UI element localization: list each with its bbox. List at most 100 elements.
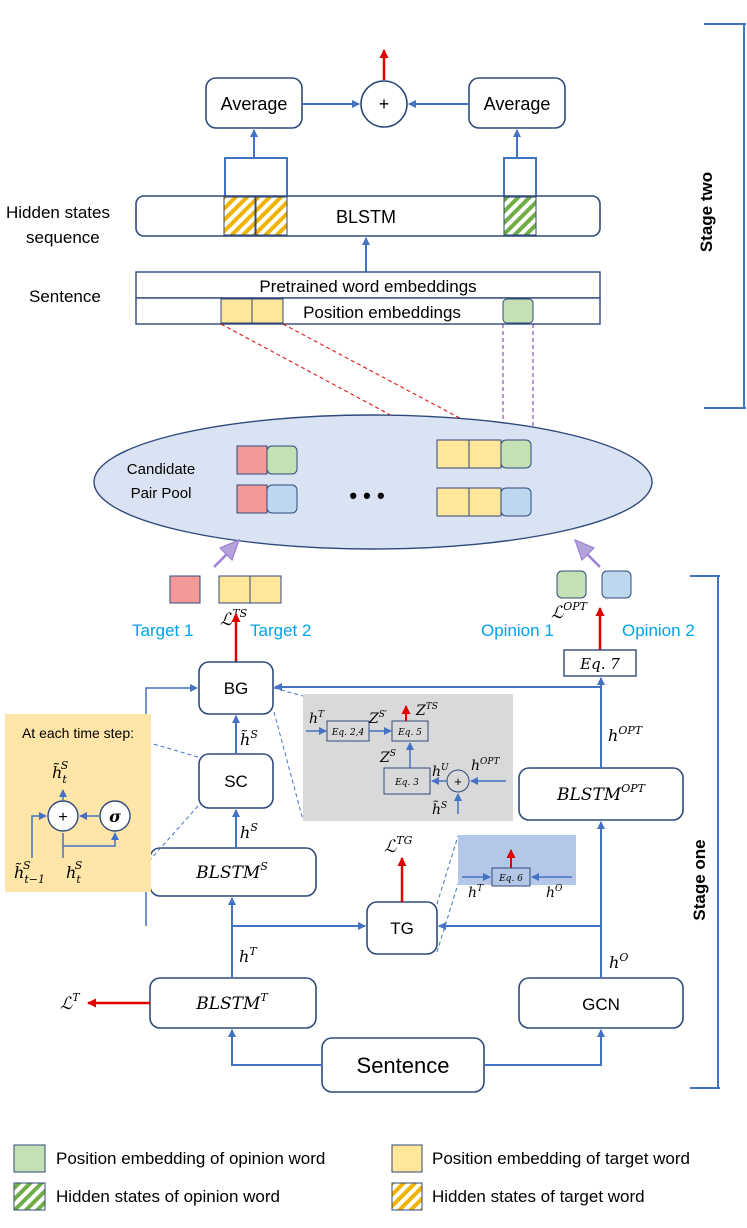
sc-label: SC [224,772,248,791]
tg-detail-ho: hO [546,884,563,901]
bg-detail-hu: hU [432,763,449,780]
hidden-states-label-2: sequence [26,228,100,247]
target2-label: Target 2 [250,621,311,640]
loss-opt: ℒOPT [551,600,589,623]
bg-detail-eq5-box [391,720,429,742]
bg-detail-ht: hT [309,710,325,727]
bg-detail-panel: hT Eq. 2,4 ZS′ Eq. 5 ZTS ZS Eq. 3 + hU h… [273,687,513,821]
sentence-label-top: Sentence [29,287,101,306]
legend-pos-target-label: Position embedding of target word [432,1149,690,1168]
pool-pair2-opinion [266,484,298,514]
target2-cell-1 [218,575,251,604]
legend-hid-target-label: Hidden states of target word [432,1187,645,1206]
bg-detail-zsp: ZS′ [368,710,387,727]
pool-ellipsis: • • • [349,483,384,508]
sc-detail-out: h̃tS [52,759,69,786]
loss-tg: ℒTG [384,834,413,857]
legend-pos-opinion-label: Position embedding of opinion word [56,1149,325,1168]
opinion1-cell [556,570,587,599]
plus-symbol: + [379,94,390,114]
legend-hid-target-swatch [391,1182,423,1211]
hidden-states-label-1: Hidden states [6,203,110,222]
stage-one-label: Stage one [690,839,709,920]
sc-detail-sigma: σ [109,807,121,826]
pool-label-1: Candidate [127,461,195,478]
eq7-box [563,649,637,677]
sc-detail-dash-1 [149,742,199,758]
bg-detail-dash-2 [273,711,304,821]
average-left-label: Average [221,94,288,114]
pool-ellipse [93,414,653,550]
bg-label: BG [224,679,249,698]
tg-detail-dash-2 [436,883,459,953]
bg-detail-hs: h̃S [432,800,447,818]
eq7-label: Eq. 7 [579,655,620,673]
bg-detail-eq3: Eq. 3 [394,778,419,788]
blstm-t-label: BLSTMT [195,991,269,1014]
stage-two-label: Stage two [697,172,716,252]
right-bracket [503,157,537,196]
pool-pair2-target [236,484,268,514]
bg-detail-eq24: Eq. 2,4 [331,728,365,738]
sc-detail-title: At each time step: [22,725,134,741]
h-o-label: hO [609,951,628,972]
legend: Position embedding of opinion word Posit… [13,1144,690,1211]
stage-one: Target 1 Target 2 Opinion 1 Opinion 2 ℒT… [60,570,720,1093]
blstm-label: BLSTM [336,207,396,227]
target1-cell [169,575,201,604]
opinion2-cell [601,570,632,599]
purple-arrow-left [213,538,241,568]
pool-pair1-opinion [266,445,298,475]
opinion2-label: Opinion 2 [622,621,695,640]
bg-detail-zts: ZTS [415,702,438,719]
bg-detail-hopt: hOPT [471,757,500,774]
pretrained-embedding-label: Pretrained word embeddings [259,277,476,296]
sc-detail-bg [5,714,151,892]
pool-label-2: Pair Pool [131,485,192,502]
sc-detail-prev: h̃t−1S [14,859,45,886]
sc-detail-panel: At each time step: h̃tS + σ h̃t−1S htS [5,714,199,892]
bg-detail-dash-1 [273,687,304,697]
pool-pair4-opinion [500,487,532,517]
pos-target-cell-2 [251,298,284,324]
target1-label: Target 1 [132,621,193,640]
sentence-to-blstm-t [228,1029,322,1066]
hidden-target-cell-2 [255,196,288,236]
opinion1-label: Opinion 1 [481,621,554,640]
pretrained-embedding-bar [135,271,601,299]
loss-t: ℒT [60,991,81,1014]
h-t-label: hT [239,945,258,966]
gcn-label: GCN [582,995,620,1014]
pool-pair4-target-2 [468,487,502,517]
bg-detail-plus: + [454,774,462,789]
left-bracket [224,157,288,196]
h-s-label: hS [240,821,258,842]
bg-detail-eq3-box [383,767,431,795]
pool-pair4-target-1 [436,487,470,517]
bg-detail-bg [303,694,513,821]
pos-opinion-cell [502,298,534,324]
htilde-s-label: h̃S [240,728,258,749]
average-right-label: Average [484,94,551,114]
tg-detail-ht: hT [468,884,484,901]
sc-detail-plus: + [58,809,67,826]
pool-pair3-opinion [500,439,532,469]
bg-detail-eq5: Eq. 5 [397,728,422,738]
pos-target-cell-1 [220,298,253,324]
hidden-target-cell-1 [223,196,256,236]
pool-pair3-target-1 [436,439,470,469]
pool-pair1-target [236,445,268,475]
tg-detail-eq6: Eq. 6 [498,874,523,884]
pool-pair3-target-2 [468,439,502,469]
candidate-pair-pool: Candidate Pair Pool • • • [93,414,653,550]
sentence-label: Sentence [357,1053,450,1078]
position-embedding-label: Position embeddings [303,303,461,322]
target2-cell-2 [249,575,282,604]
blstm-s-label: BLSTMS [195,860,268,883]
sc-detail-cur: htS [66,859,83,886]
plus-circle [360,80,408,128]
legend-hid-opinion-swatch [13,1182,46,1211]
loss-ts: ℒTS [220,607,248,630]
legend-hid-opinion-label: Hidden states of opinion word [56,1187,280,1206]
